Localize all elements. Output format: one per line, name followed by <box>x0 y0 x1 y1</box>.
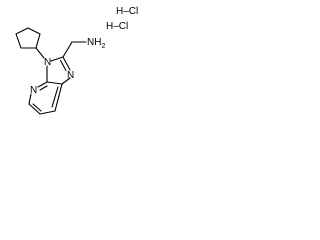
bond-c6-c7 <box>39 110 56 115</box>
structure-diagram: NH2 N N N H–Cl H–Cl <box>15 6 138 115</box>
bond-cyclopentyl-n <box>35 47 45 59</box>
bond-c7-c7a <box>54 83 63 112</box>
bond-c7-c7a-double <box>51 86 59 108</box>
bond-c2-ch2 <box>62 41 73 58</box>
cyclopentyl-ring <box>15 27 41 49</box>
salt-label-hcl-lower: H–Cl <box>106 21 128 32</box>
bond-c7a-c3a <box>46 81 63 85</box>
bond-c2-n1 <box>62 56 71 71</box>
bond-c2-n1-double <box>59 59 67 72</box>
atom-label-n-ring-bottom: N <box>30 85 37 96</box>
bond-c5-c6 <box>28 103 41 115</box>
atom-label-nh2-subscript: 2 <box>101 43 105 50</box>
atom-label-nh2: NH2 <box>87 37 105 50</box>
atom-label-n-ring-mid: N <box>67 70 74 81</box>
bond-n1-c7a <box>61 77 71 85</box>
bond-c3a-n4-double <box>39 85 48 91</box>
bond-c3a-n4 <box>37 81 48 88</box>
bond-c5-c6-double <box>32 103 42 112</box>
salt-label-hcl-upper: H–Cl <box>116 6 138 17</box>
bond-n4-c5 <box>28 93 32 105</box>
bond-n3-c2 <box>50 56 64 62</box>
atom-label-n-ring-top: N <box>44 57 51 68</box>
